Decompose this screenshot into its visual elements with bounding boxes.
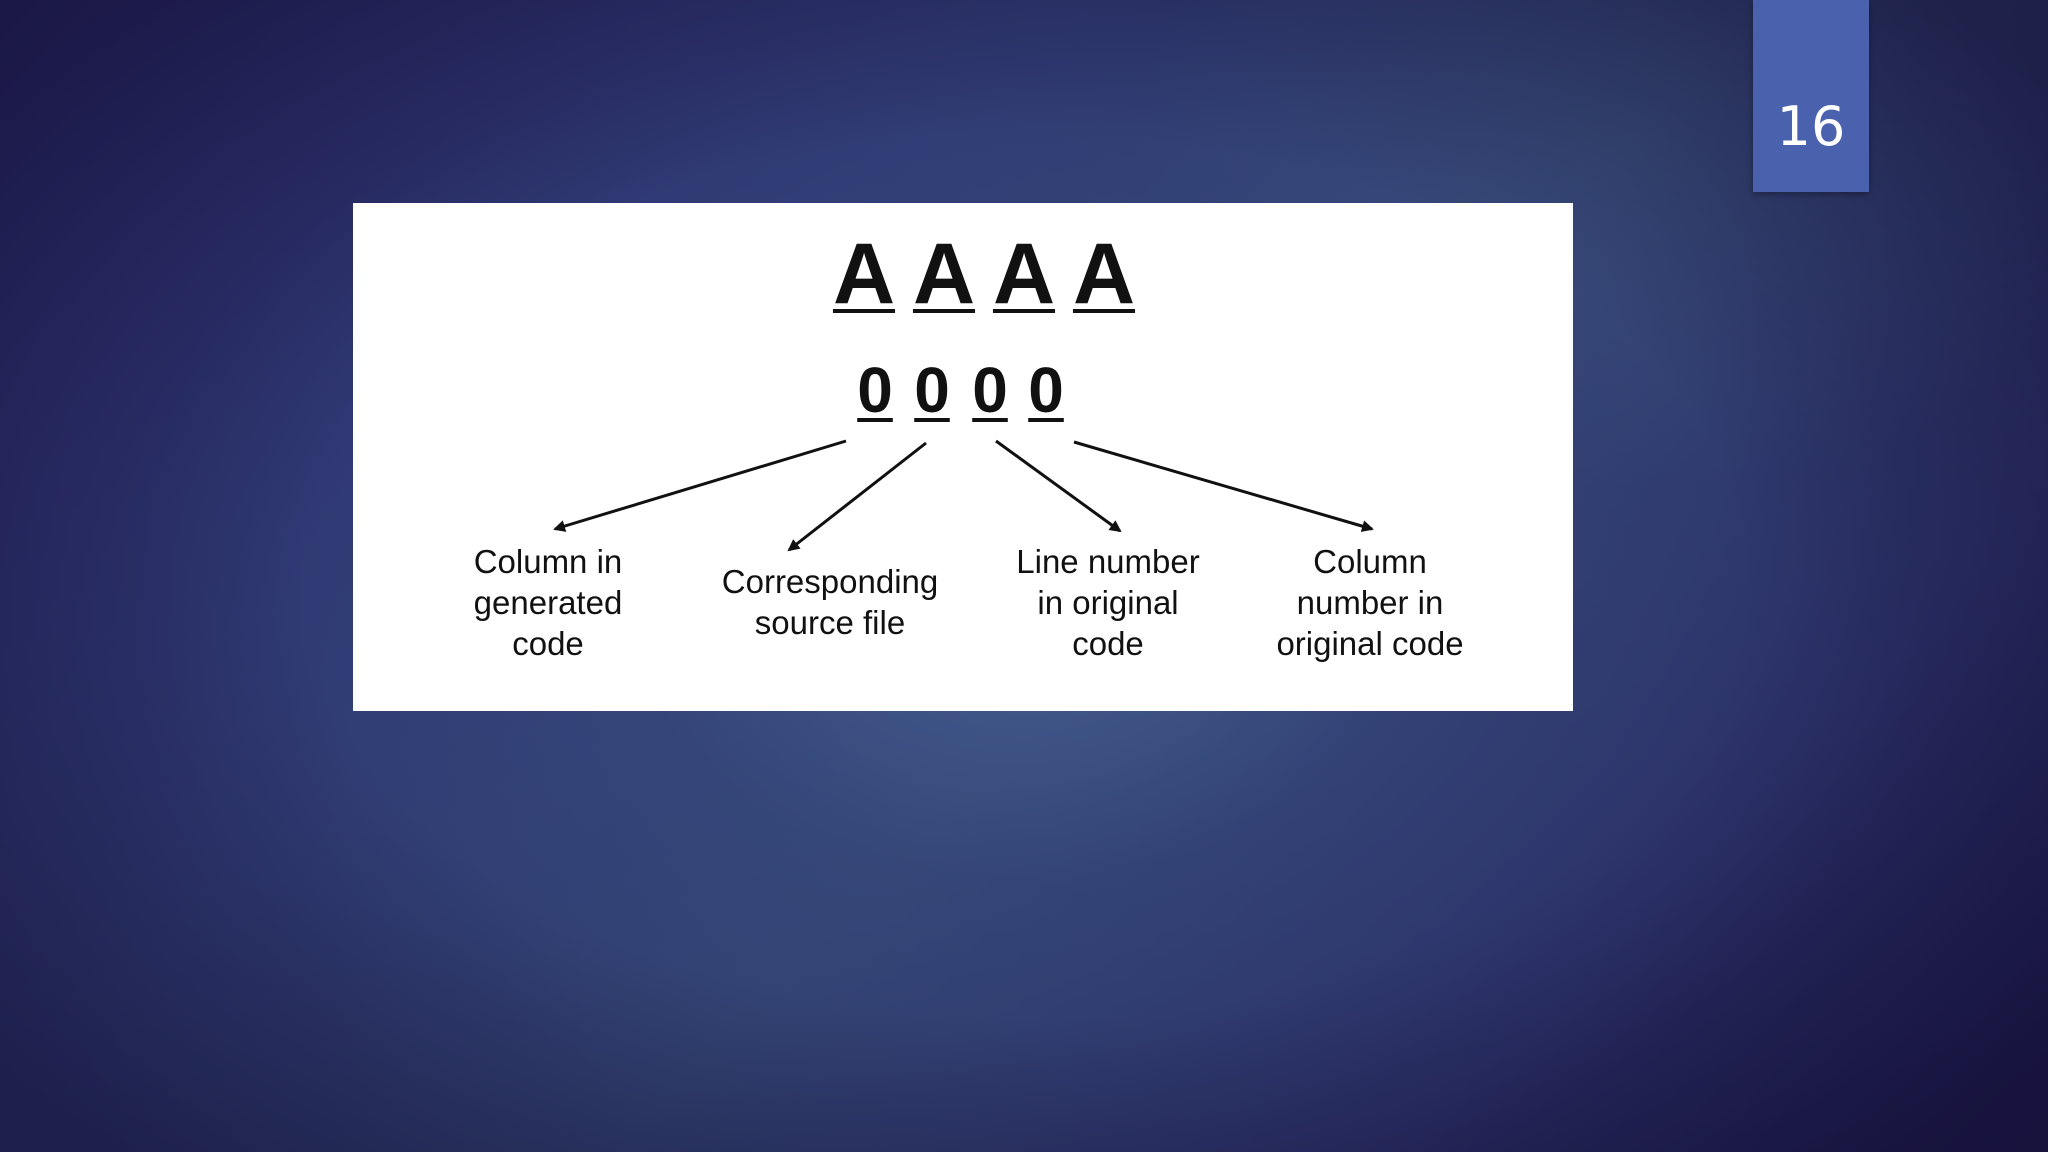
slide-number-badge: 16 — [1753, 0, 1869, 192]
letter-a-2: A — [912, 226, 976, 322]
diagram-arrows — [553, 439, 1374, 552]
letter-a-3: A — [992, 226, 1056, 322]
label-line-number-in-original-code: Line number in original code — [1016, 543, 1200, 662]
diagram-panel: A A A A 0 0 0 0 Column in generated code… — [353, 203, 1573, 711]
slide-number: 16 — [1776, 95, 1846, 158]
digit-0-2: 0 — [914, 354, 950, 426]
letter-a-4: A — [1072, 226, 1136, 322]
arrow-to-column-in-generated-code — [553, 439, 847, 532]
label-corresponding-source-file: Corresponding source file — [721, 563, 939, 641]
digit-0-3: 0 — [972, 354, 1008, 426]
label-column-number-in-original-code: Column number in original code — [1276, 543, 1464, 662]
label-column-in-generated-code: Column in generated code — [473, 543, 623, 662]
arrow-to-corresponding-source-file — [787, 441, 927, 552]
arrow-to-column-number-in-original-code — [1073, 440, 1374, 532]
arrow-to-line-number-in-original-code — [995, 439, 1122, 533]
digit-0-4: 0 — [1028, 354, 1064, 426]
letter-a-1: A — [832, 226, 896, 322]
digit-0-1: 0 — [857, 354, 893, 426]
